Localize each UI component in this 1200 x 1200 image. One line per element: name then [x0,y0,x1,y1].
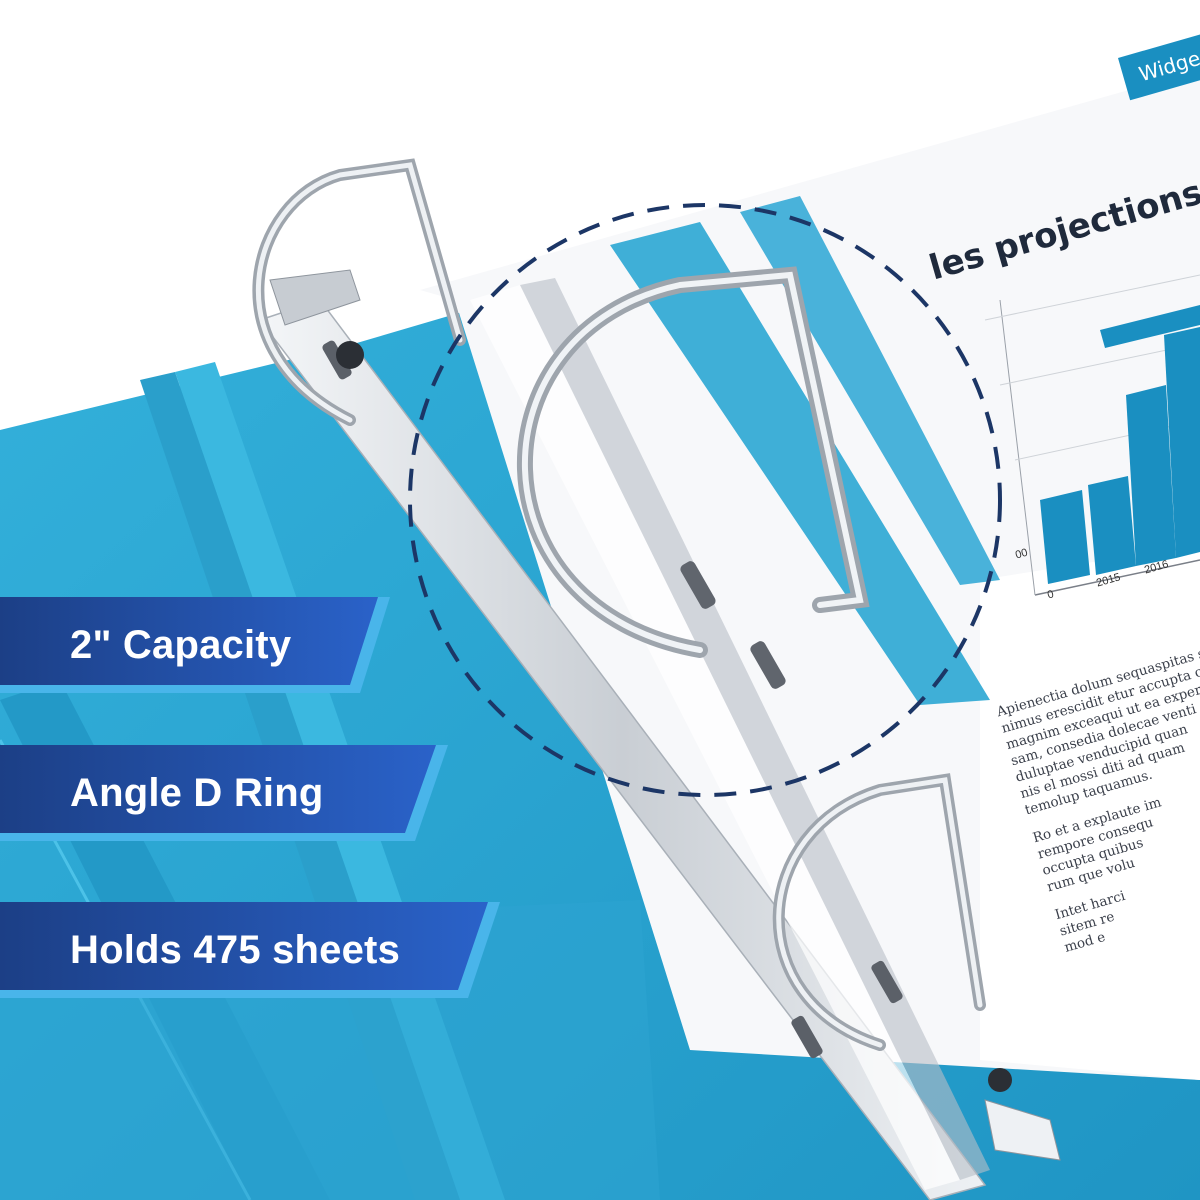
d-ring-icon [516,266,870,658]
chart-x-axis [1034,559,1200,596]
d-ring-icon [772,773,986,1051]
badge-label: Angle D Ring [70,771,324,815]
zoom-circle [408,203,1002,797]
chart-bar [1126,385,1176,566]
chart-bar [1100,305,1200,348]
feature-badge-ring: Angle D Ring [0,745,450,841]
paper-sheet [420,70,1200,1080]
d-ring-icon [252,158,466,426]
chart-bar [1040,490,1090,584]
badge-label: Holds 475 sheets [70,928,401,972]
feature-badge-sheets: Holds 475 sheets [0,902,505,998]
chart-gridline [984,274,1200,321]
chart-y-axis [999,299,1036,596]
chart-bar [1164,327,1200,558]
ring-mechanism [258,269,1061,1200]
sheet-chart [984,274,1200,596]
chart-bar [1088,476,1136,575]
feature-badge-capacity: 2" Capacity [0,597,395,693]
badge-label: 2" Capacity [70,623,292,667]
